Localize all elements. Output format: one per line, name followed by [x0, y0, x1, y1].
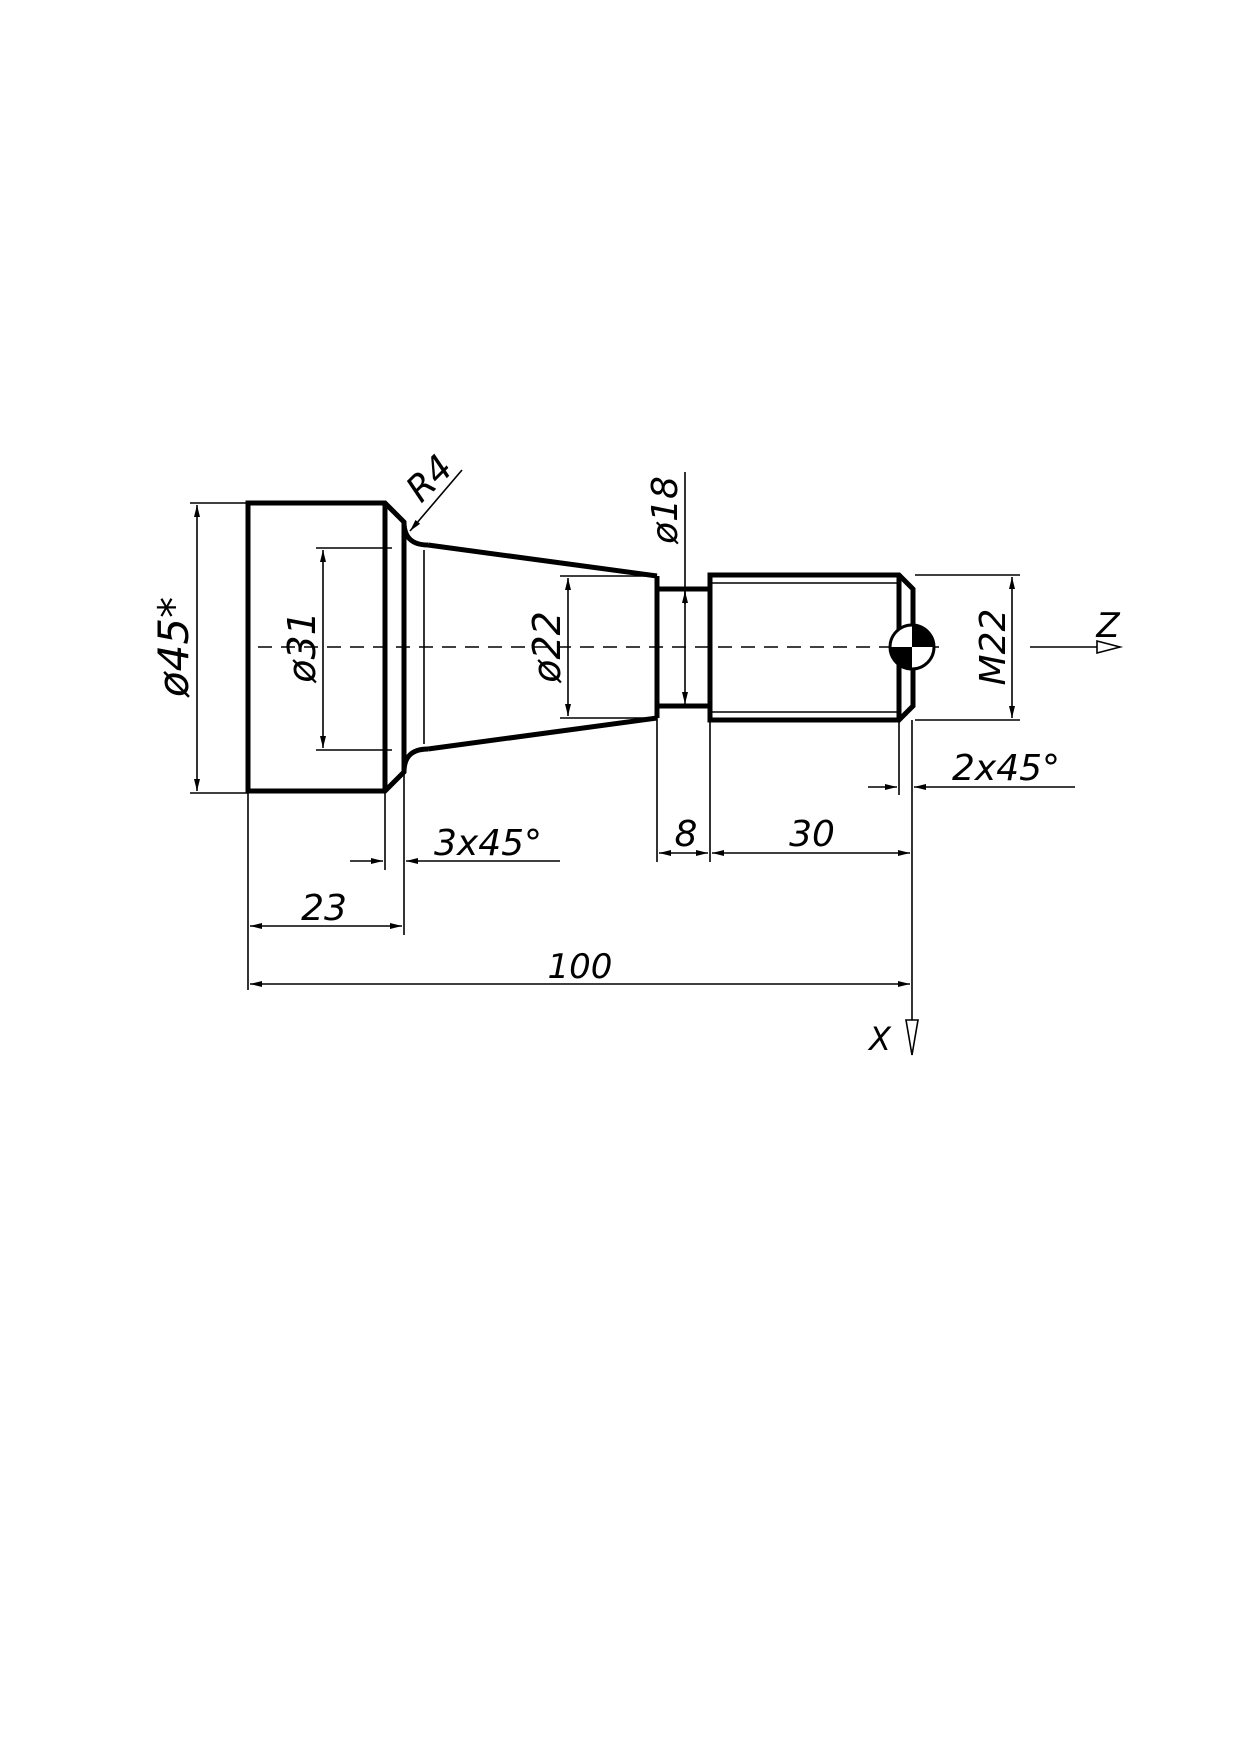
- l100-label: 100: [548, 947, 613, 987]
- d31-label: ø31: [280, 611, 324, 684]
- x-axis: [905, 720, 919, 1056]
- z-axis-label: Z: [1095, 606, 1120, 646]
- taper-bottom: [427, 715, 658, 752]
- program-zero-symbol: [888, 623, 936, 671]
- dim-r4: [409, 469, 463, 532]
- chamfer-left-label: 3x45°: [434, 823, 542, 864]
- dim-chamfer-left: [350, 793, 560, 870]
- dim-l23: [247, 772, 405, 990]
- dim-d45: [190, 502, 248, 794]
- chamfer-right-label: 2x45°: [952, 748, 1060, 789]
- taper-top: [427, 542, 658, 579]
- l8-label: 8: [675, 814, 698, 855]
- r4-fillet-bottom: [401, 746, 429, 773]
- x-axis-label: X: [867, 1020, 892, 1058]
- dim-m22: [915, 574, 1020, 721]
- dim-d31: [316, 547, 392, 751]
- l23-label: 23: [301, 888, 347, 929]
- r4-fillet-top: [401, 521, 429, 548]
- d45-label: ø45*: [149, 597, 198, 698]
- d22-label: ø22: [525, 611, 569, 684]
- dim-d22: [560, 575, 655, 719]
- dim-chamfer-right: [868, 720, 1075, 795]
- l30-label: 30: [789, 814, 835, 855]
- m22-label: M22: [973, 609, 1014, 686]
- z-axis: [1030, 639, 1124, 655]
- dim-l8: [656, 718, 711, 862]
- d18-label: ø18: [645, 476, 686, 545]
- r4-label: R4: [398, 447, 461, 510]
